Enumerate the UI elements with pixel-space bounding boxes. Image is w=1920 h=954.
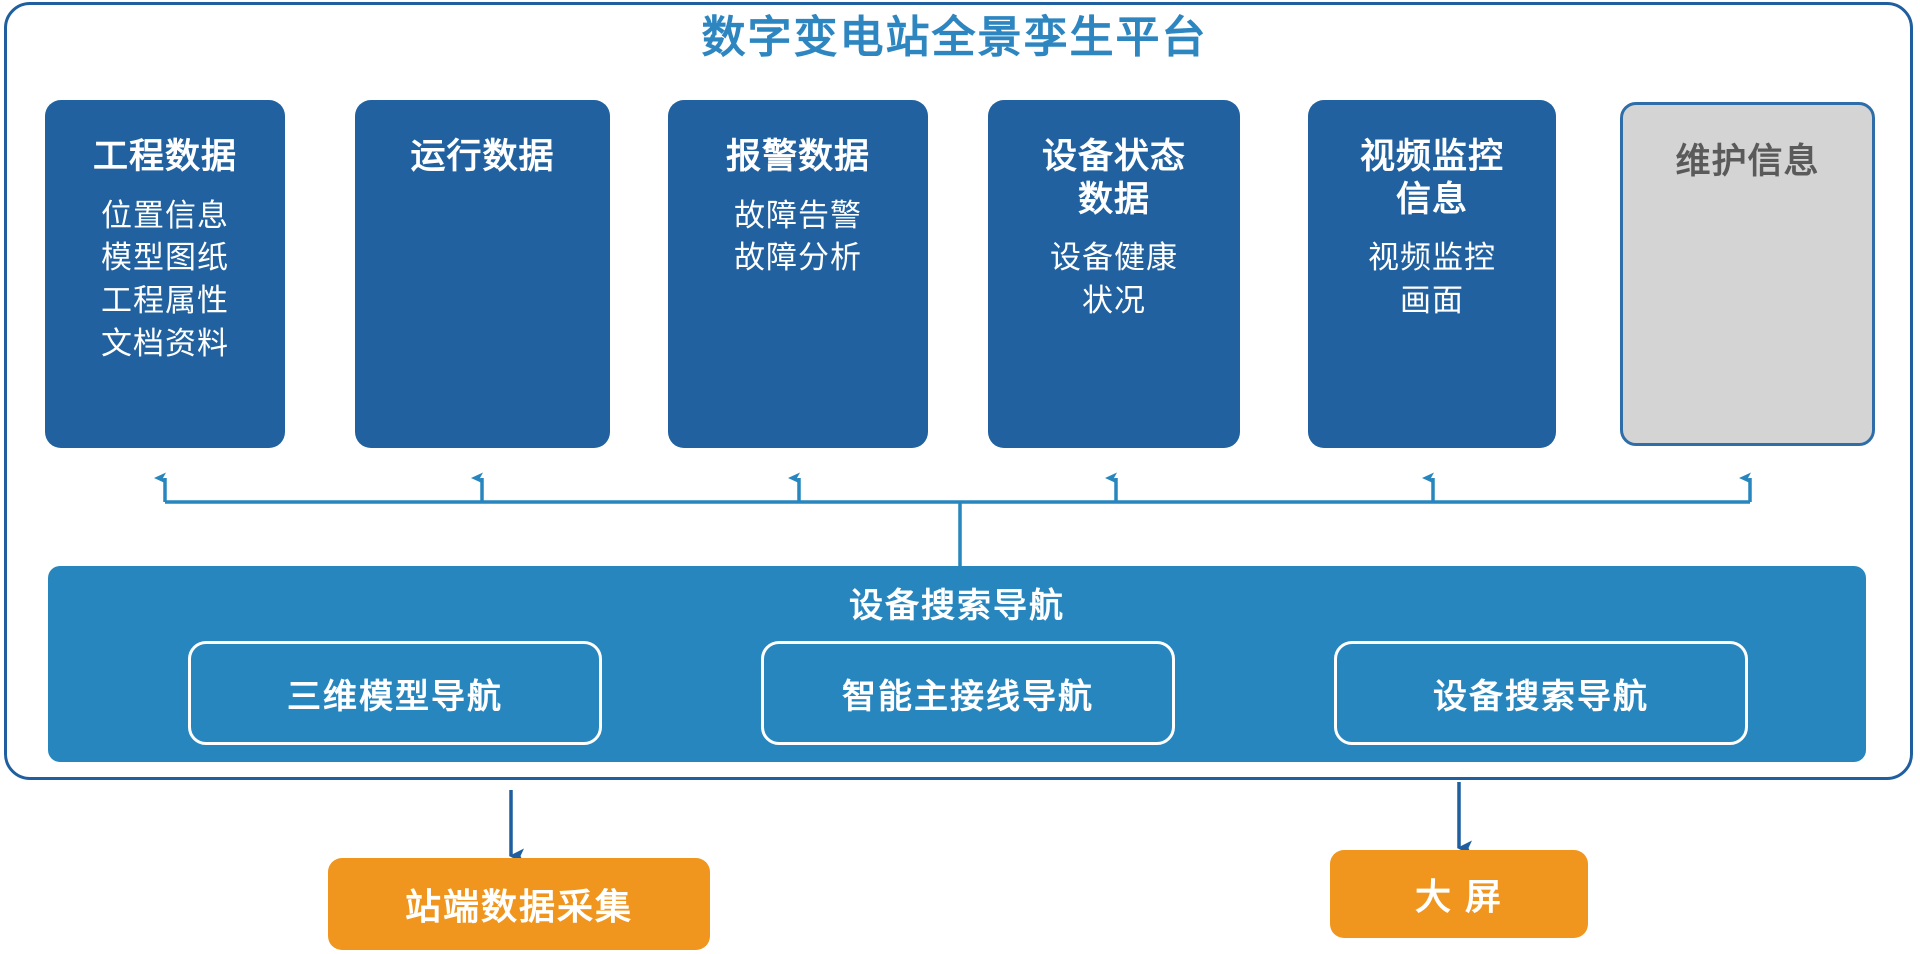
card-detail-lines: 位置信息模型图纸工程属性文档资料 <box>45 195 285 366</box>
card-title: 运行数据 <box>410 137 555 176</box>
card-alarm-data[interactable]: 报警数据 故障告警故障分析 <box>668 100 928 448</box>
card-title: 视频监控 信息 <box>1359 137 1504 219</box>
nav-pill-smart-wiring[interactable]: 智能主接线导航 <box>761 641 1175 745</box>
nav-pill-group: 三维模型导航 智能主接线导航 设备搜索导航 <box>188 638 1748 748</box>
card-detail-lines: 视频监控画面 <box>1308 237 1556 323</box>
card-detail-line: 位置信息 <box>101 197 229 233</box>
card-detail-line: 设备健康 <box>1050 240 1178 276</box>
station-data-capture-box[interactable]: 站端数据采集 <box>328 858 710 950</box>
card-title: 维护信息 <box>1675 142 1820 181</box>
card-device-status-data[interactable]: 设备状态 数据 设备健康状况 <box>988 100 1240 448</box>
card-detail-line: 视频监控 <box>1368 240 1496 276</box>
device-search-nav-band: 设备搜索导航 三维模型导航 智能主接线导航 设备搜索导航 <box>48 566 1866 762</box>
page-title: 数字变电站全景孪生平台 <box>701 13 1208 62</box>
card-title: 工程数据 <box>92 137 237 176</box>
card-detail-line: 工程属性 <box>101 283 229 319</box>
card-detail-line: 文档资料 <box>101 325 229 361</box>
nav-band-title: 设备搜索导航 <box>849 587 1065 625</box>
card-video-monitor-info[interactable]: 视频监控 信息 视频监控画面 <box>1308 100 1556 448</box>
card-detail-lines: 故障告警故障分析 <box>668 195 928 281</box>
card-engineering-data[interactable]: 工程数据 位置信息模型图纸工程属性文档资料 <box>45 100 285 448</box>
card-detail-line: 故障分析 <box>734 240 862 276</box>
card-detail-line: 状况 <box>1082 283 1146 319</box>
card-title: 报警数据 <box>725 137 870 176</box>
card-detail-lines: 设备健康状况 <box>988 237 1240 323</box>
large-screen-box[interactable]: 大 屏 <box>1330 850 1588 938</box>
nav-pill-device-search[interactable]: 设备搜索导航 <box>1334 641 1748 745</box>
nav-pill-3d-model[interactable]: 三维模型导航 <box>188 641 602 745</box>
card-operation-data[interactable]: 运行数据 <box>355 100 610 448</box>
card-detail-line: 画面 <box>1400 283 1464 319</box>
card-detail-line: 故障告警 <box>734 197 862 233</box>
card-detail-line: 模型图纸 <box>101 240 229 276</box>
card-maintenance-info[interactable]: 维护信息 <box>1620 102 1875 446</box>
card-title: 设备状态 数据 <box>1041 137 1186 219</box>
